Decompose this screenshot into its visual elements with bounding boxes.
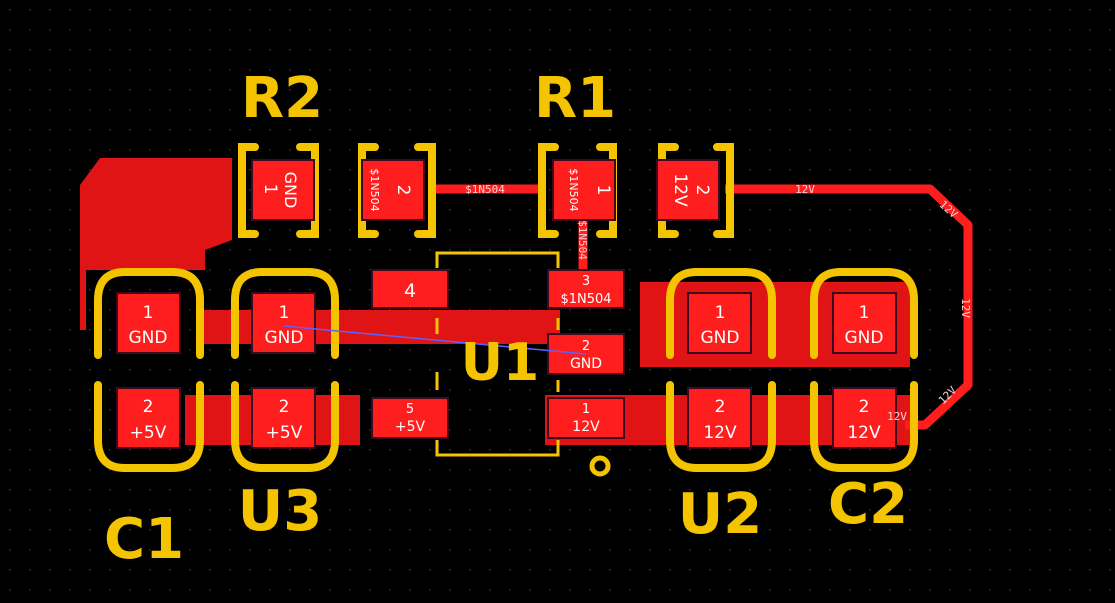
c2-bottom-outline [810,381,918,472]
designator-r1[interactable]: R1 [534,66,616,131]
pad-u1-3[interactable]: 3 $1N504 [547,269,625,309]
pad-u1-2-num: 2 [582,339,590,354]
pad-c1-1-net: GND [129,328,168,348]
c1-bottom-outline [94,381,204,472]
pad-r1-2[interactable]: 2 12V [656,159,720,221]
pad-r2-1-num: 1 [260,184,280,195]
trace-label-12v-top: 12V [795,183,815,196]
pad-u3-1-num: 1 [279,303,290,323]
pad-r1-1-num: 1 [593,185,613,196]
trace-label-12v-vert: 12V [959,298,972,318]
pad-u1-1[interactable]: 1 12V [547,397,625,439]
pad-u2-2[interactable]: 2 12V [687,387,752,449]
pad-c1-1-num: 1 [143,303,154,323]
pad-c2-2-num: 2 [859,397,870,417]
gnd-pour-left [80,158,232,330]
designator-u3[interactable]: U3 [238,479,322,544]
pad-u2-1-num: 1 [715,303,726,323]
trace-label-1n504-vert: $1N504 [576,220,589,260]
u2-bottom-outline [666,381,776,472]
pad-r2-1-net: GND [281,172,300,209]
pad-c1-1[interactable]: 1 GND [116,292,181,354]
u3-top-outline [231,268,339,359]
u3-bottom-outline [231,381,339,472]
trace-label-12v-pad: 12V [887,410,907,423]
designator-u2[interactable]: U2 [678,482,762,547]
c2-top-outline [810,268,918,359]
pad-u1-3-net: $1N504 [560,292,611,307]
pad-c2-2-net: 12V [847,423,881,443]
traces [430,184,973,430]
pad-u3-2-net: +5V [266,423,303,443]
pad-r2-2-net: $1N504 [368,168,381,211]
pad-u3-1-net: GND [265,328,304,348]
pad-c2-1-net: GND [845,328,884,348]
pad-u1-4-num: 4 [404,280,416,302]
trace-label-1n504: $1N504 [465,183,505,196]
pad-r1-2-num: 2 [692,185,712,196]
designator-u1[interactable]: U1 [461,333,539,393]
pad-u1-1-num: 1 [582,402,590,417]
ratsnest-gnd [283,325,587,355]
pad-u1-3-num: 3 [582,274,590,289]
designator-c1[interactable]: C1 [104,507,184,572]
pad-c1-2[interactable]: 2 +5V [116,387,181,449]
designator-r2[interactable]: R2 [241,66,323,131]
pad-r2-1[interactable]: 1 GND [251,159,315,221]
pad-u2-1[interactable]: 1 GND [687,292,752,354]
pad-u2-2-num: 2 [715,397,726,417]
pad-u1-5[interactable]: 5 +5V [371,397,449,439]
pad-c2-2[interactable]: 2 12V [832,387,897,449]
u2-top-outline [666,268,776,359]
pad-u3-2-num: 2 [279,397,290,417]
designator-c2[interactable]: C2 [828,472,908,537]
pad-c2-1-num: 1 [859,303,870,323]
pad-u1-1-net: 12V [572,419,600,435]
trace-12v-loop [725,184,973,430]
pads[interactable]: 1 GND 2 $1N504 1 $1N504 2 12V 1 GND 2 [116,159,897,449]
pad-u1-4[interactable]: 4 [371,269,449,309]
designators: R2 R1 U1 C1 U3 U2 C2 [104,66,908,572]
pad-u3-2[interactable]: 2 +5V [251,387,316,449]
pad-r2-2-num: 2 [393,185,413,196]
pad-r2-2[interactable]: 2 $1N504 [361,159,425,221]
pad-r1-2-net: 12V [670,173,690,207]
pad-u1-2-net: GND [570,356,602,372]
pad-c1-2-num: 2 [143,397,154,417]
pad-u1-5-net: +5V [395,419,426,435]
c1-top-outline [94,268,204,359]
pad-c1-2-net: +5V [130,423,167,443]
pad-u2-1-net: GND [701,328,740,348]
pad-u2-2-net: 12V [703,423,737,443]
pad-u1-5-num: 5 [406,402,414,417]
pin1-marker [589,455,611,477]
u1-outline [435,251,560,457]
pad-r1-1-net: $1N504 [567,168,580,211]
pad-r1-1[interactable]: 1 $1N504 [552,159,616,221]
pad-c2-1[interactable]: 1 GND [832,292,897,354]
pad-u3-1[interactable]: 1 GND [251,292,316,354]
